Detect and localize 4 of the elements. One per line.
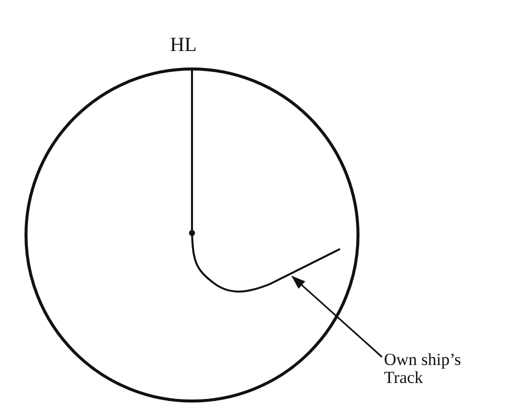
leader-arrow: [291, 276, 383, 358]
heading-label: HL: [170, 34, 197, 56]
track-label: Own ship’s Track: [384, 351, 484, 387]
ship-track-line: [191, 232, 340, 293]
